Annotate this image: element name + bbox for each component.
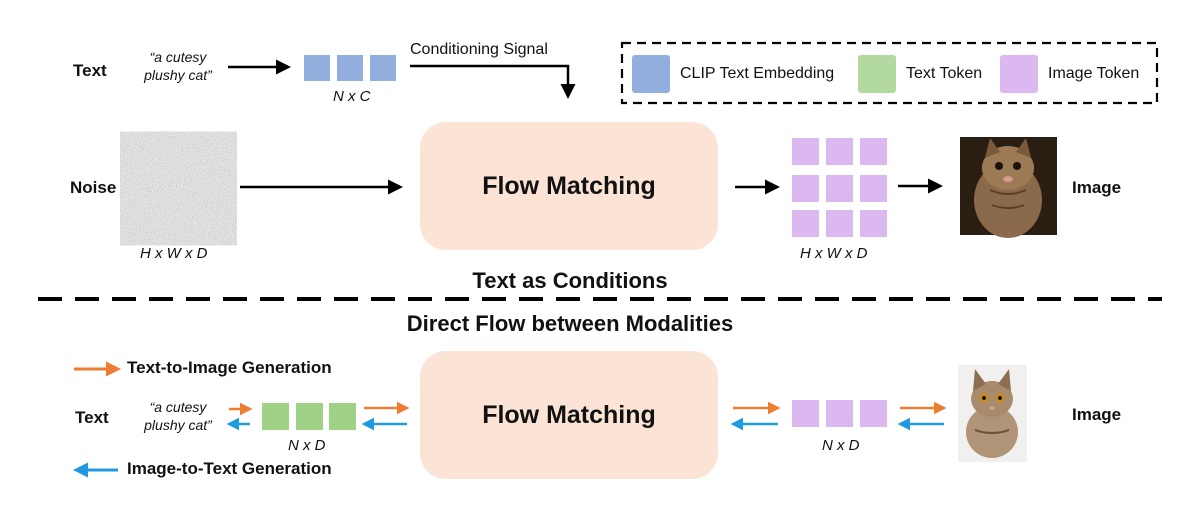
legend-text-token-swatch	[858, 55, 896, 93]
legend-box	[620, 41, 1159, 105]
text-token-dims: N x D	[288, 437, 326, 454]
t2i-legend-label: Text-to-Image Generation	[127, 358, 332, 377]
noise-dims: H x W x D	[140, 245, 208, 262]
legend-text-token: Text Token	[858, 55, 982, 93]
clip-embedding-block	[370, 55, 396, 81]
image-token-block	[860, 400, 887, 427]
token-dims-top: H x W x D	[800, 245, 868, 262]
conditioning-arrow	[410, 64, 576, 99]
noise-label: Noise	[70, 178, 117, 197]
section-title-bottom: Direct Flow between Modalities	[406, 311, 734, 336]
kitten-image-bottom	[958, 365, 1027, 462]
section-title-top: Text as Conditions	[472, 268, 668, 293]
top-prompt: “a cutesy plushy cat”	[123, 48, 233, 84]
image-token-grid	[792, 138, 887, 237]
bottom-prompt-line1: “a cutesy	[149, 399, 207, 415]
image-token-block	[826, 400, 853, 427]
top-prompt-line2: plushy cat”	[144, 67, 212, 83]
top-prompt-line1: “a cutesy	[149, 49, 207, 65]
image-label-top: Image	[1072, 178, 1122, 197]
noise-image	[130, 141, 227, 236]
bottom-prompt: “a cutesy plushy cat”	[123, 398, 233, 434]
i2t-legend-label: Image-to-Text Generation	[127, 459, 332, 478]
image-token-block	[792, 400, 819, 427]
text-token-block	[296, 403, 323, 430]
image-label-bottom: Image	[1072, 405, 1122, 424]
flow-matching-bottom: Flow Matching	[420, 351, 718, 479]
text-token-block	[262, 403, 289, 430]
legend-text-token-label: Text Token	[906, 65, 983, 82]
legend-image-token: Image Token	[1000, 55, 1139, 93]
top-text-label: Text	[73, 61, 107, 80]
legend-clip-label: CLIP Text Embedding	[680, 65, 835, 82]
bottom-text-label: Text	[75, 408, 109, 427]
legend-clip-swatch	[632, 55, 670, 93]
bottom-prompt-line2: plushy cat”	[144, 417, 212, 433]
flow-matching-top: Flow Matching	[420, 122, 718, 250]
embedding-dims: N x C	[333, 88, 371, 105]
clip-embedding-block	[337, 55, 363, 81]
text-token-block	[329, 403, 356, 430]
legend-clip: CLIP Text Embedding	[632, 55, 834, 93]
clip-embedding-block	[304, 55, 330, 81]
kitten-image-top	[960, 137, 1057, 238]
image-token-dims: N x D	[822, 437, 860, 454]
conditioning-label: Conditioning Signal	[410, 41, 548, 58]
legend-image-token-label: Image Token	[1048, 65, 1140, 82]
legend-image-token-swatch	[1000, 55, 1038, 93]
